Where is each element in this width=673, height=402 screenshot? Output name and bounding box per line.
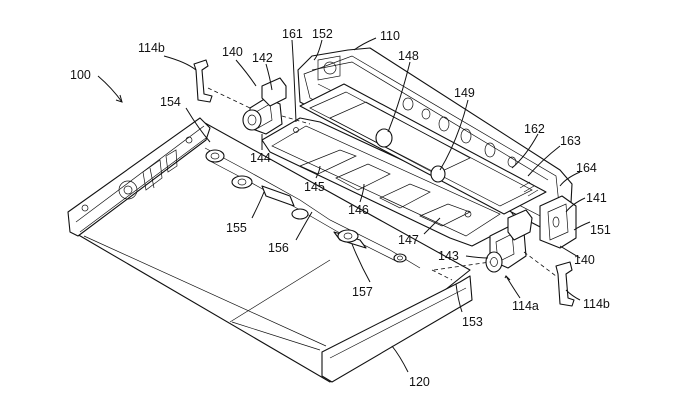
hinge-assembly-right <box>485 209 533 273</box>
label-140-top: 140 <box>222 45 243 59</box>
label-120: 120 <box>409 375 430 389</box>
clip-114b-top <box>193 59 213 103</box>
label-146: 146 <box>348 203 369 217</box>
label-152: 152 <box>312 27 333 41</box>
label-140-right: 140 <box>574 253 595 267</box>
label-145: 145 <box>304 180 325 194</box>
label-114b-right: 114b <box>583 297 610 311</box>
label-149: 149 <box>454 86 475 100</box>
reference-labels: 100 110 114b 114b 114a 120 140 140 141 1… <box>70 27 611 389</box>
label-142: 142 <box>252 51 273 65</box>
label-163: 163 <box>560 134 581 148</box>
label-162: 162 <box>524 122 545 136</box>
label-153: 153 <box>462 315 483 329</box>
label-164: 164 <box>576 161 597 175</box>
label-100: 100 <box>70 68 91 82</box>
label-161: 161 <box>282 27 303 41</box>
label-143: 143 <box>438 249 459 263</box>
label-141: 141 <box>586 191 607 205</box>
label-114a: 114a <box>512 299 539 313</box>
label-155: 155 <box>226 221 247 235</box>
clip-114b-right <box>555 261 575 307</box>
label-157: 157 <box>352 285 373 299</box>
leader-lines <box>97 37 591 373</box>
label-151: 151 <box>590 223 611 237</box>
label-147: 147 <box>398 233 419 247</box>
upper-case-110 <box>297 47 577 249</box>
lower-case-120 <box>67 117 473 383</box>
label-154: 154 <box>160 95 181 109</box>
label-110: 110 <box>380 29 400 43</box>
hinge-assembly-left <box>242 77 287 135</box>
label-114b-top: 114b <box>138 41 165 55</box>
label-156: 156 <box>268 241 289 255</box>
label-148: 148 <box>398 49 419 63</box>
label-144: 144 <box>250 151 271 165</box>
